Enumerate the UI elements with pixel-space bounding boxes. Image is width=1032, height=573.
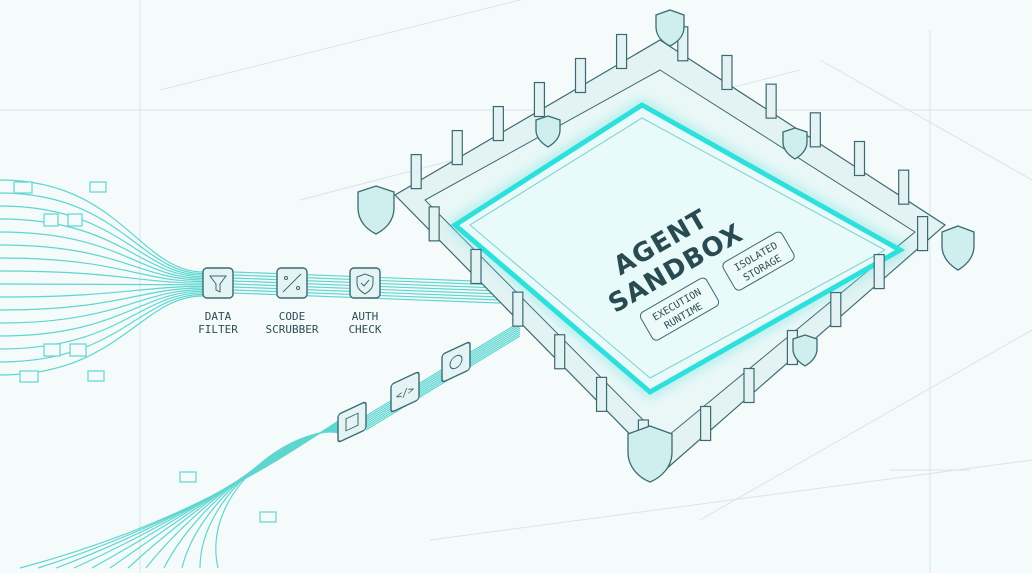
fence-post <box>595 376 608 412</box>
shield-icons <box>357 9 975 483</box>
scrubber-icon <box>282 273 302 293</box>
filter-label: FILTER <box>198 323 238 336</box>
data-wire <box>0 292 204 350</box>
data-wire <box>145 427 341 569</box>
data-wire <box>127 426 341 569</box>
packet-icon <box>87 370 105 382</box>
data-wire <box>0 205 204 276</box>
shield-icon <box>655 9 685 47</box>
data-wire <box>0 285 204 298</box>
filter-label: CHECK <box>348 323 381 336</box>
data-wire <box>0 290 204 337</box>
fence-post <box>765 83 777 119</box>
data-wire <box>0 257 204 283</box>
fence-post <box>554 334 566 370</box>
data-wire <box>215 431 341 569</box>
packet-icon <box>67 213 83 227</box>
sandbox-platform <box>450 102 906 396</box>
filter-station-auth-check: AUTH CHECK <box>348 267 382 336</box>
fence-post <box>898 169 910 205</box>
data-wire <box>0 283 204 286</box>
packet-icon <box>43 343 61 357</box>
lower-gate-cubes: </> <box>337 341 471 443</box>
packet-icon <box>179 471 197 483</box>
fence-post <box>830 291 842 328</box>
fence-post <box>721 54 733 91</box>
fence-post <box>428 206 440 242</box>
mail-icon <box>13 181 33 194</box>
filter-label: DATA <box>205 310 232 323</box>
data-wire <box>0 218 204 278</box>
data-wire <box>109 425 341 569</box>
fence-post <box>492 105 504 142</box>
fence-post <box>853 140 866 177</box>
packet-icon <box>43 213 59 227</box>
fence-post <box>809 112 821 148</box>
sandbox-enclosure: AGENT SANDBOX EXECUTION RUNTIME ISOLATED… <box>357 9 975 483</box>
packet-icon <box>259 511 277 523</box>
data-wire <box>0 231 204 279</box>
packet-icon <box>69 343 87 357</box>
packet-icon <box>89 181 107 193</box>
fence-post <box>470 248 482 285</box>
data-packet-icons <box>13 181 277 523</box>
data-wire <box>0 192 204 275</box>
incoming-data-wires <box>0 179 341 569</box>
fence-post <box>410 154 422 190</box>
fence-post <box>743 367 755 404</box>
data-wire <box>0 179 204 273</box>
shield-icon <box>627 425 673 483</box>
fence-post <box>574 57 587 94</box>
shield-icon <box>941 225 975 271</box>
data-wire <box>0 244 204 281</box>
data-wire <box>0 270 204 284</box>
fence-post <box>512 291 524 327</box>
lock-icon <box>449 354 463 370</box>
fence-post <box>916 216 929 252</box>
filter-label: SCRUBBER <box>266 323 319 336</box>
mail-icon <box>19 370 39 383</box>
fence-post <box>615 33 628 70</box>
data-wire <box>0 293 204 363</box>
data-wire <box>0 287 204 311</box>
fence-post <box>873 253 885 290</box>
shield-icon <box>357 185 395 235</box>
shield-icon <box>792 334 818 367</box>
fence-post <box>451 129 463 166</box>
filter-station-data-filter: DATA FILTER <box>198 267 238 336</box>
shield-icon <box>782 127 808 160</box>
fence-post <box>699 405 712 442</box>
bus-wire <box>365 335 521 431</box>
fence-post <box>533 81 546 118</box>
shield-icon <box>535 115 561 148</box>
shield-check-icon <box>356 273 374 295</box>
data-wire <box>0 295 204 376</box>
data-wire <box>163 428 341 569</box>
filter-label: CODE <box>279 310 306 323</box>
filter-station-code-scrubber: CODE SCRUBBER <box>266 267 319 336</box>
funnel-icon <box>209 275 227 293</box>
storage-icon <box>345 412 359 432</box>
data-wire <box>0 289 204 324</box>
filter-label: AUTH <box>352 310 379 323</box>
